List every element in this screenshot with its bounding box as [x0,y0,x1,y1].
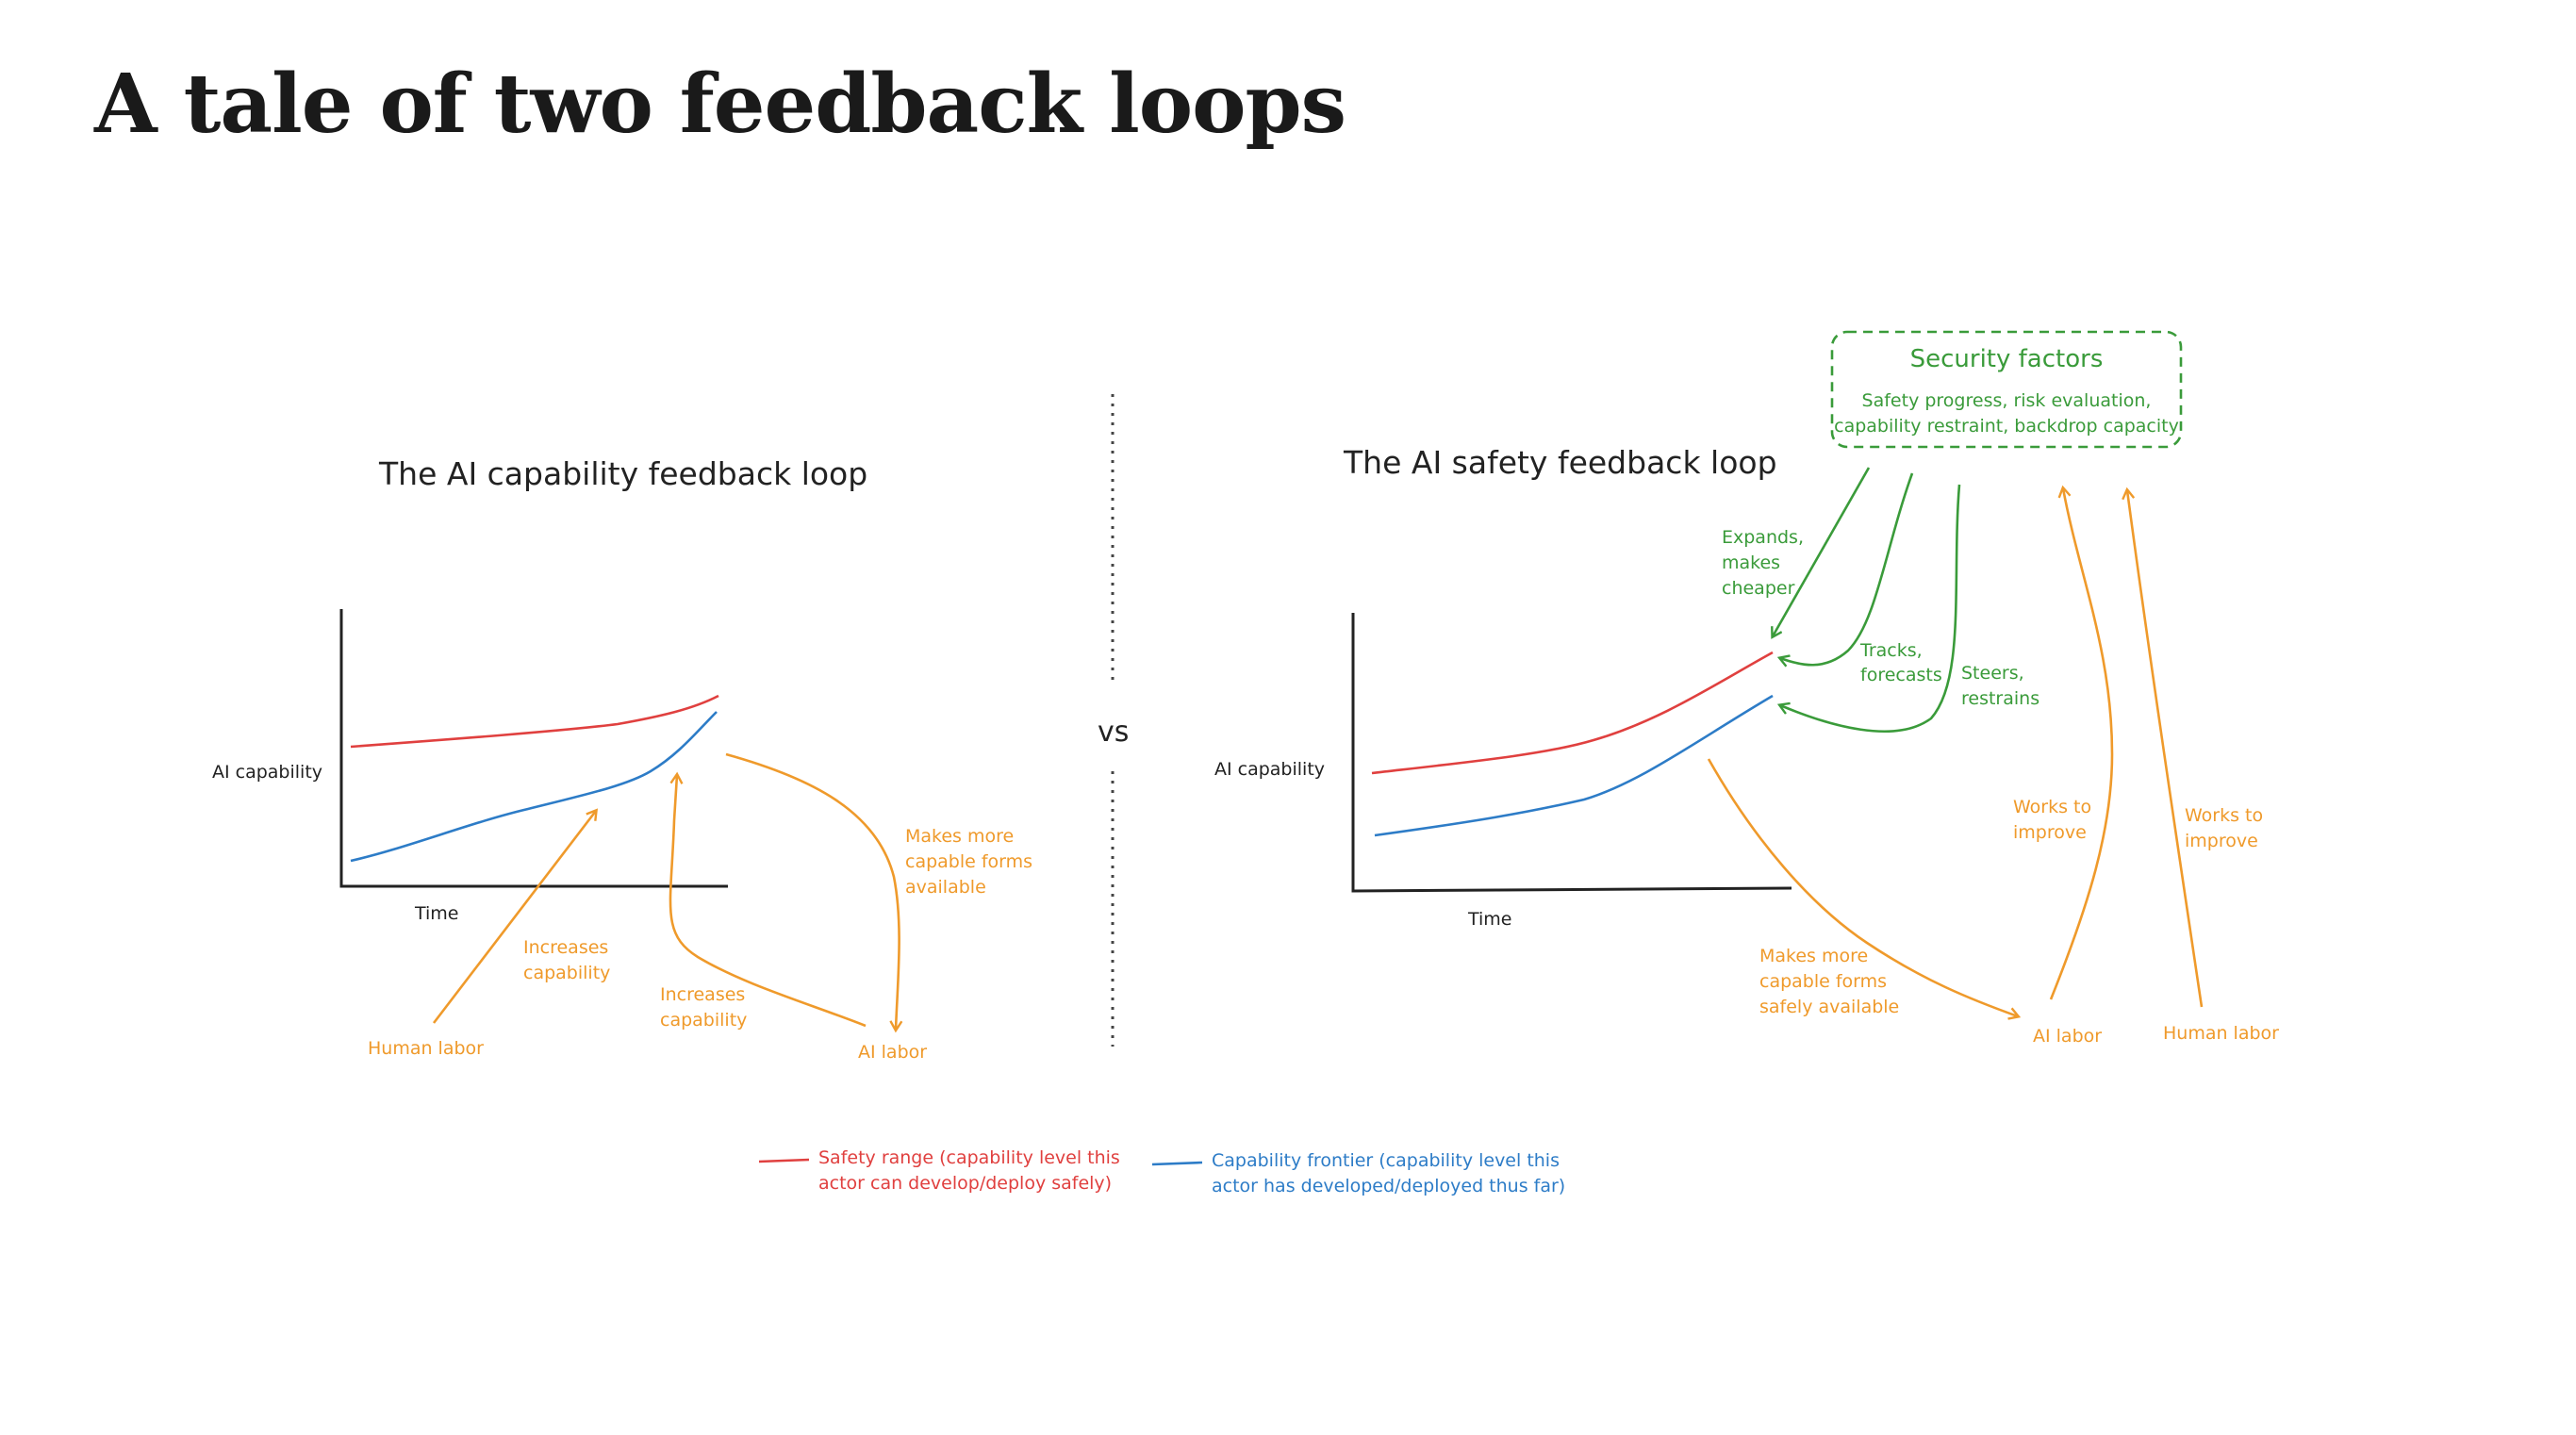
left-x-axis-label: Time [414,903,459,924]
legend: Safety range (capability level this acto… [758,1147,1565,1196]
right-ai-labor-arrow [2049,488,2114,1000]
tracks-label-b: forecasts [1860,665,1942,685]
steers-label-a: Steers, [1961,663,2024,684]
left-ai-labor-label: AI labor [858,1042,927,1063]
left-diagram-heading: The AI capability feedback loop [378,455,867,492]
legend-capability-frontier-line-2: actor has developed/deployed thus far) [1212,1176,1565,1196]
legend-safety-range-line-2: actor can develop/deploy safely) [818,1173,1112,1194]
left-chart-axes [339,609,728,888]
expands-label-c: cheaper [1722,578,1795,599]
divider: vs [1098,394,1129,1047]
works-to-improve-2a: Works to [2185,805,2263,826]
left-safety-range-line [350,694,719,749]
left-makes-more-a: Makes more [905,826,1014,847]
left-capability-frontier-line [350,711,718,863]
right-ai-labor-label: AI labor [2033,1026,2102,1047]
expands-label-b: makes [1722,553,1780,573]
left-ai-labor-increase-arrow [669,775,867,1028]
right-diagram: The AI safety feedback loop Security fac… [1214,330,2279,1047]
right-makes-more-c: safely available [1759,997,1899,1017]
works-to-improve-1a: Works to [2013,797,2091,817]
right-makes-more-b: capable forms [1759,971,1887,992]
legend-safety-range-line-1: Safety range (capability level this [818,1147,1120,1168]
works-to-improve-2b: improve [2185,831,2258,851]
steers-label-b: restrains [1961,688,2039,709]
steers-arrow [1780,484,1961,734]
expands-arrow [1773,467,1871,636]
left-y-axis-label: AI capability [212,762,322,783]
expands-label-a: Expands, [1722,527,1804,548]
legend-capability-frontier-swatch [1151,1161,1203,1166]
vs-label: vs [1098,716,1129,749]
right-y-axis-label: AI capability [1214,759,1325,780]
security-factors-title: Security factors [1910,345,2104,373]
right-safety-range-line [1371,651,1774,775]
left-makes-available-arrow [725,752,900,1030]
left-makes-more-b: capable forms [905,851,1032,872]
left-human-labor-label: Human labor [368,1038,484,1059]
security-factors-line-2: capability restraint, backdrop capacity [1834,416,2179,437]
right-makes-more-a: Makes more [1759,946,1868,966]
right-capability-frontier-line [1374,694,1774,837]
right-chart-axes [1351,613,1792,893]
right-x-axis-label: Time [1467,909,1512,930]
left-increases-capability-1a: Increases [523,937,608,958]
left-diagram: The AI capability feedback loop AI capab… [212,455,1032,1063]
right-human-labor-label: Human labor [2163,1023,2279,1044]
left-increases-capability-2a: Increases [660,984,745,1005]
right-human-labor-arrow [2127,490,2204,1008]
right-makes-available-arrow [1707,758,2018,1016]
left-human-labor-arrow [432,811,596,1024]
left-increases-capability-2b: capability [660,1010,747,1031]
right-diagram-heading: The AI safety feedback loop [1343,444,1777,481]
page-title: A tale of two feedback loops [94,57,1346,152]
left-makes-more-c: available [905,877,986,898]
tracks-label-a: Tracks, [1859,640,1923,661]
legend-safety-range-swatch [758,1158,810,1163]
legend-capability-frontier-line-1: Capability frontier (capability level th… [1212,1150,1560,1171]
security-factors-line-1: Safety progress, risk evaluation, [1862,390,2152,411]
left-increases-capability-1b: capability [523,963,610,983]
works-to-improve-1b: improve [2013,822,2087,843]
tracks-arrow [1780,472,1914,665]
security-factors-box [1830,330,2183,449]
